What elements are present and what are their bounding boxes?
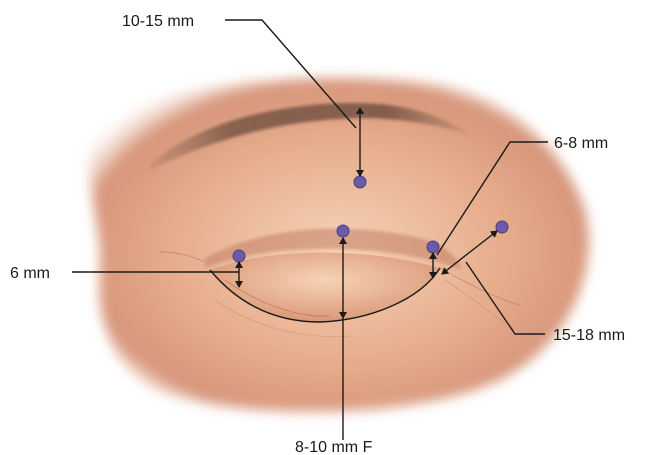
label-medial: 6 mm [10,265,50,282]
label-brow-height: 10-15 mm [122,13,194,30]
label-lateral-upper: 6-8 mm [554,135,608,152]
marker-central [337,225,349,237]
marker-medial [233,250,245,262]
label-lateral-canthus: 15-18 mm [553,327,625,344]
marker-lateral [427,241,439,253]
marker-brow [354,176,366,188]
label-central-crease: 8-10 mm F [295,439,373,455]
marker-lateral-far [496,221,508,233]
